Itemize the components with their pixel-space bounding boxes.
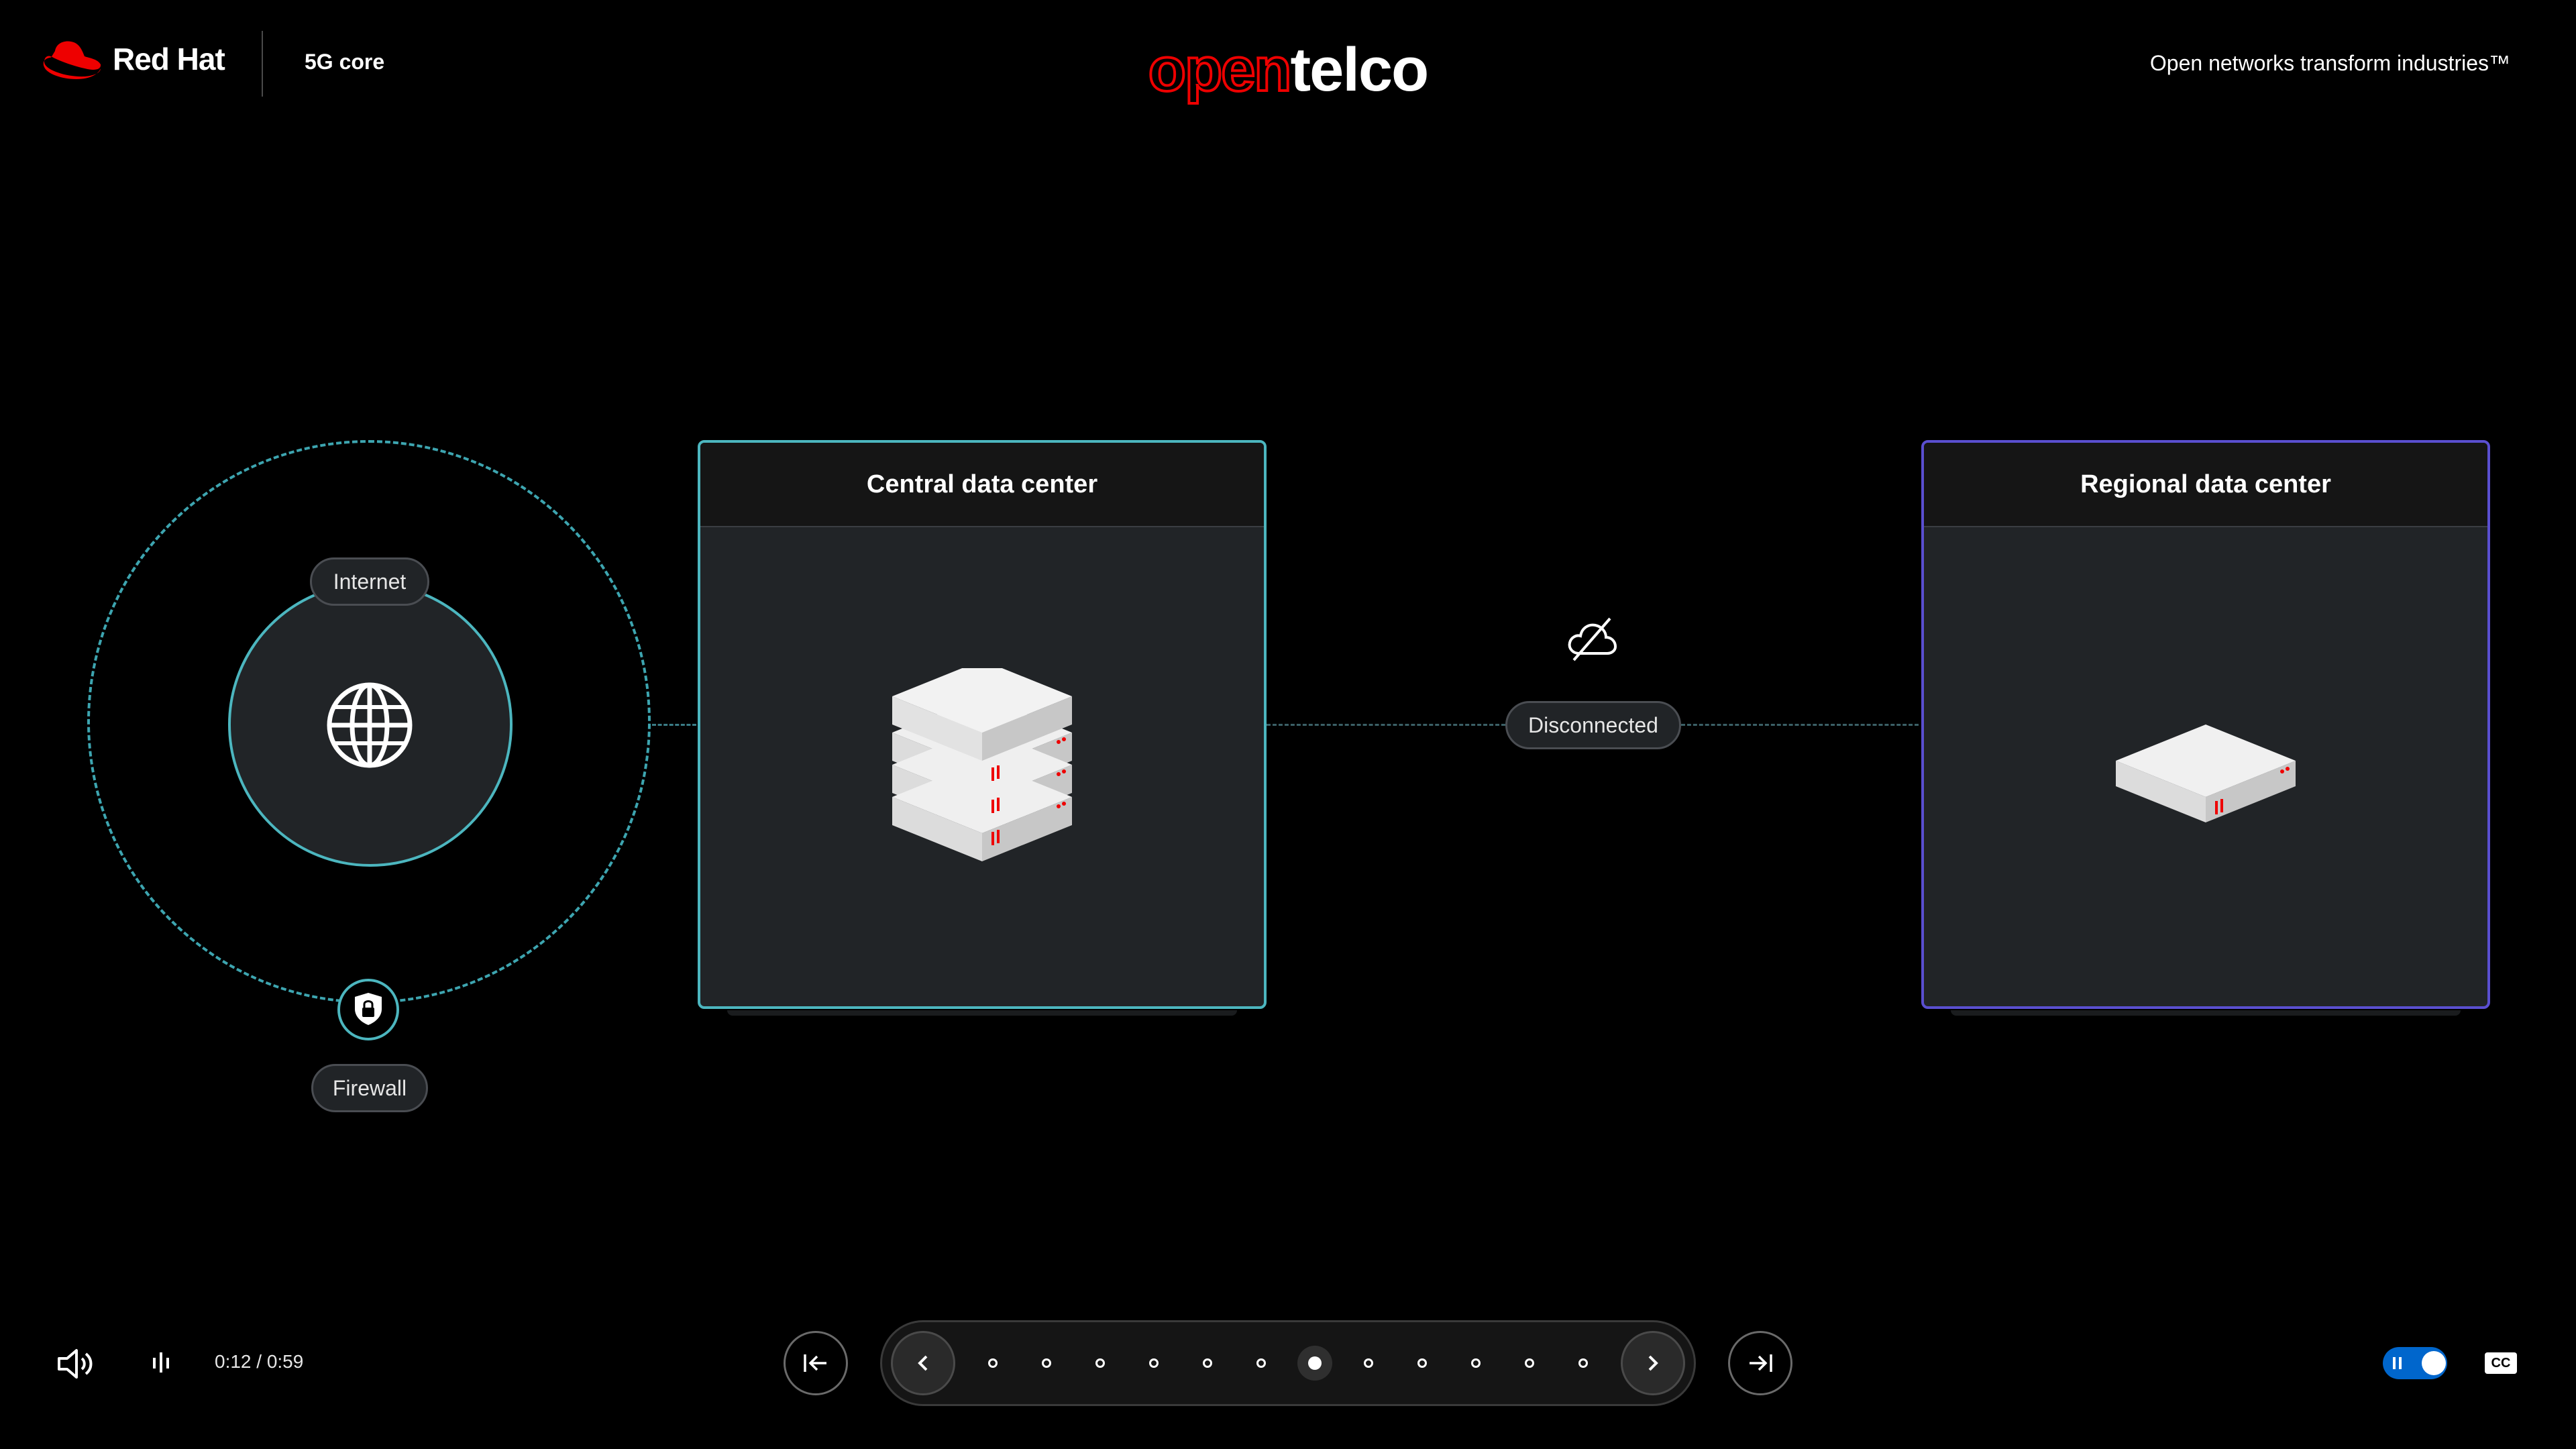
step-dot[interactable] (1525, 1358, 1534, 1368)
tagline: Open networks transform industries™ (2149, 51, 2510, 75)
step-dot[interactable] (1095, 1358, 1105, 1368)
audio-levels-icon[interactable] (149, 1351, 173, 1374)
step-pager (880, 1320, 1696, 1406)
step-dot[interactable] (1203, 1358, 1212, 1368)
connector-line (1267, 724, 1505, 726)
step-dot[interactable] (988, 1358, 998, 1368)
closed-captions-button[interactable]: CC (2485, 1352, 2517, 1374)
first-step-button[interactable] (784, 1331, 848, 1395)
step-dot[interactable] (1042, 1358, 1051, 1368)
step-dot-active[interactable] (1297, 1346, 1332, 1381)
step-dot[interactable] (1256, 1358, 1266, 1368)
last-step-button[interactable] (1728, 1331, 1792, 1395)
step-dot[interactable] (1364, 1358, 1373, 1368)
red-hat-icon (43, 41, 101, 79)
step-dot[interactable] (1578, 1358, 1588, 1368)
central-data-center-title: Central data center (700, 443, 1264, 527)
brand-telco: telco (1290, 36, 1430, 104)
connector-line (652, 724, 696, 726)
step-dot[interactable] (1417, 1358, 1427, 1368)
logo-text: Red Hat (113, 42, 225, 76)
internet-label: Internet (310, 557, 429, 606)
redhat-logo: Red Hat (42, 38, 225, 80)
connection-status-label: Disconnected (1505, 701, 1681, 749)
step-dots (966, 1346, 1610, 1381)
step-dot-active-marker (1308, 1356, 1322, 1370)
connector-line (1681, 724, 1919, 726)
brand-open: open (1147, 34, 1293, 105)
skip-to-end-icon (1750, 1354, 1772, 1372)
header-divider (262, 31, 263, 97)
card-shadow (1951, 1010, 2461, 1016)
chevron-right-icon (1648, 1355, 1658, 1371)
lock-shield-icon (355, 993, 382, 1025)
card-shadow (727, 1010, 1237, 1016)
volume-icon[interactable] (56, 1347, 94, 1381)
skip-to-start-icon (804, 1354, 826, 1372)
previous-step-button[interactable] (891, 1331, 955, 1395)
server-icon (2116, 724, 2296, 822)
step-dot[interactable] (1149, 1358, 1159, 1368)
firewall-label: Firewall (311, 1064, 428, 1112)
chevron-left-icon (918, 1355, 928, 1371)
cloud-off-icon (1568, 617, 1617, 661)
playback-time: 0:12 / 0:59 (215, 1351, 304, 1372)
step-dot[interactable] (1471, 1358, 1481, 1368)
product-title: 5G core (305, 50, 385, 74)
next-step-button[interactable] (1621, 1331, 1685, 1395)
opentelco-brand: opentelco (0, 34, 2576, 105)
pause-icon (2393, 1357, 2402, 1369)
regional-data-center-title: Regional data center (1924, 443, 2487, 527)
toggle-knob (2422, 1351, 2446, 1375)
globe-icon (327, 682, 413, 768)
server-stack-icon (892, 668, 1072, 861)
